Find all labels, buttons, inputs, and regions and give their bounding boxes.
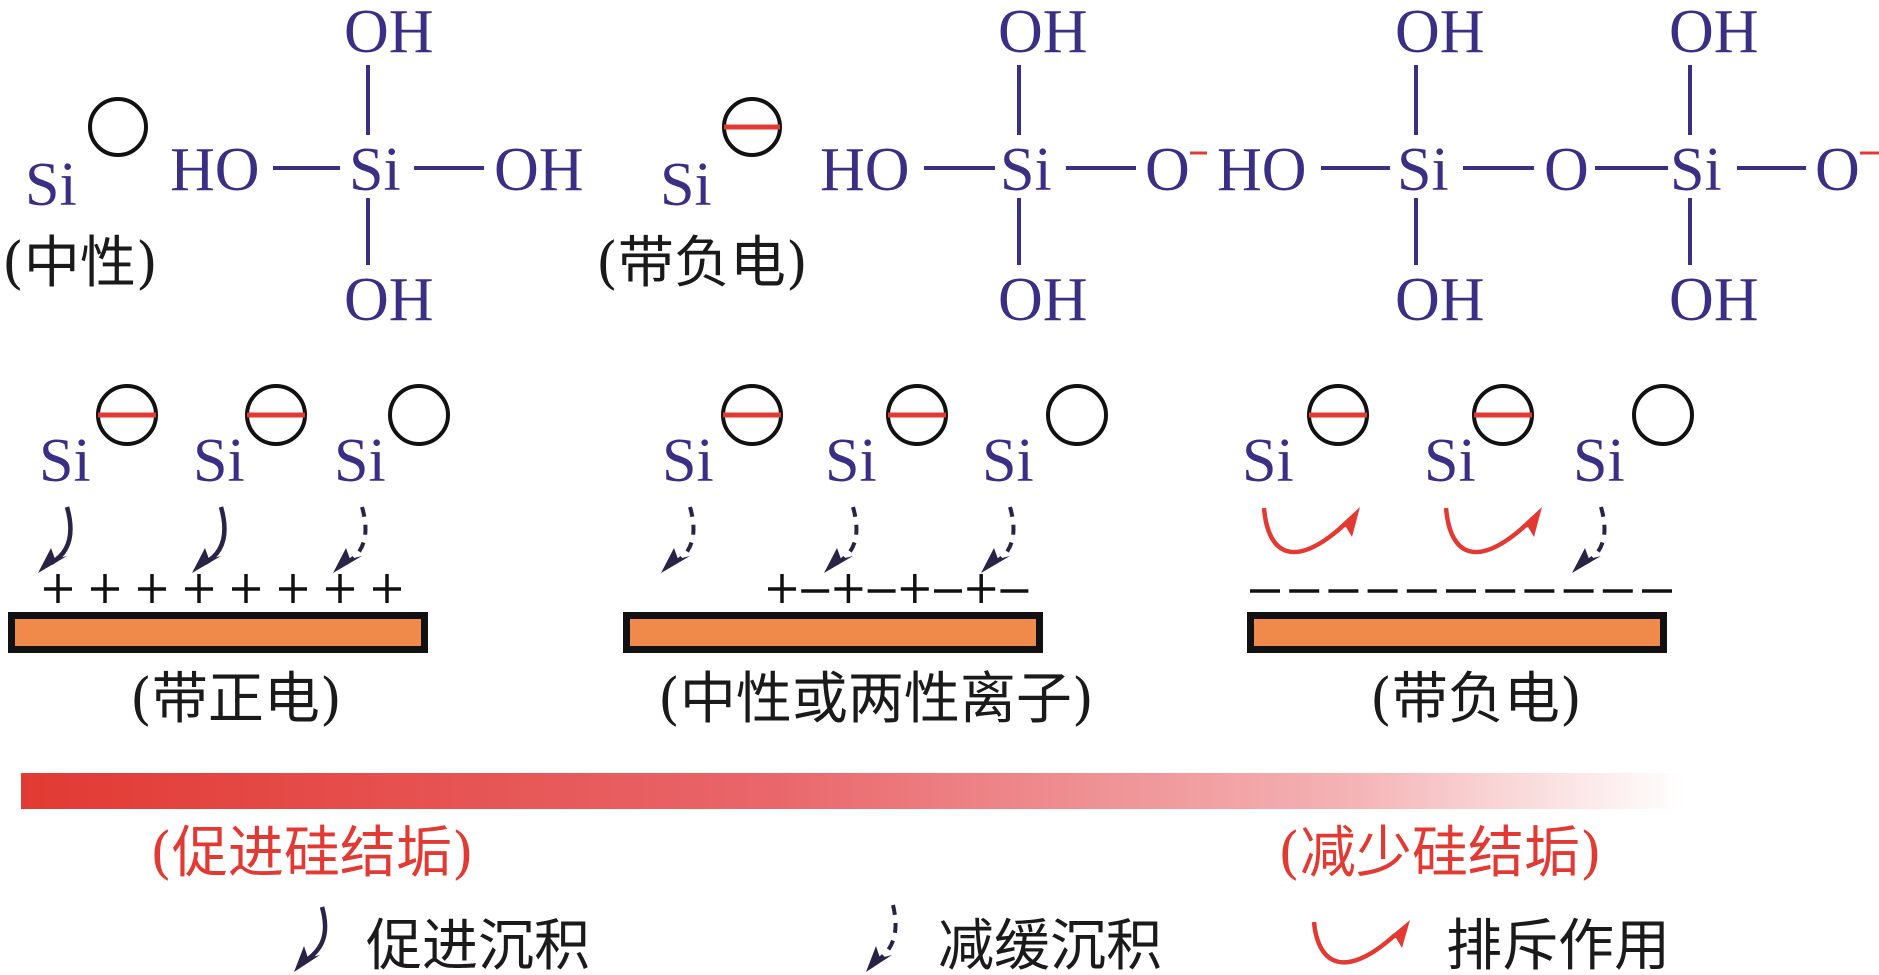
surface-label: (中性或两性离子) [658,667,1094,732]
center-si: Si [349,136,401,204]
left-ho: HO [170,136,260,204]
right-oh: OH [494,136,584,204]
legend-item-repel: 排斥作用 [1311,914,1670,975]
neutral-charge-icon [88,97,148,157]
center-si: Si [1397,136,1449,204]
arrow-head [981,548,1010,573]
neutral-charge-icon [1632,384,1694,446]
solid-curved-arrow-icon [294,906,328,972]
top-oh: OH [1669,0,1759,66]
panel-zwitterionic: Si Si Si (中性或两性离子) [623,384,1108,732]
slow-deposition-arrow-icon [981,506,1016,573]
negative-silica-species: Si (带负电) [596,97,808,296]
legend-item-promote: 促进沉积 [294,906,590,975]
arrow-shaft [1443,507,1528,555]
membrane-surface [1247,612,1667,653]
neutral-charge-icon [388,384,450,446]
promote-scaling-label: (促进硅结垢) [150,821,474,886]
legend-label: 排斥作用 [1446,914,1670,975]
center-si: Si [1000,136,1052,204]
arrow-shaft [835,506,859,565]
neutral-silicic-acid-structure: OH HO Si OH OH [170,0,584,334]
bottom-oh: OH [998,266,1088,334]
dashed-curved-arrow-icon [866,904,898,972]
promote-deposition-arrow-icon [38,506,73,573]
center-si: Si [1670,136,1722,204]
si-particle: Si [1424,427,1476,495]
legend-label: 促进沉积 [366,914,590,975]
surface-label: (带负电) [1370,667,1582,732]
neutral-label: (中性) [2,231,158,296]
repel-arrow-icon [1261,507,1360,555]
si-symbol: Si [25,151,77,219]
bridge-o: O [1544,136,1589,204]
top-oh: OH [998,0,1088,66]
arrow-shaft [49,506,73,565]
legend-item-slow: 减缓沉积 [866,904,1162,975]
arrow-head [1517,507,1542,537]
arrow-head [192,548,221,573]
slow-deposition-arrow-icon [661,506,696,573]
arrow-head [824,548,853,573]
promote-deposition-arrow-icon [192,506,227,573]
repel-arrow-icon [1443,507,1542,555]
arrow-head [1335,507,1360,537]
arrow-shaft [203,506,227,565]
arrow-shaft [672,506,696,565]
si-particle: Si [825,427,877,495]
arrow-head [38,548,67,573]
panel-positive: Si Si Si (带正电) [8,384,450,732]
right-o: O [1815,136,1860,204]
si-particle: Si [662,427,714,495]
top-oh: OH [1395,0,1485,66]
membrane-surface [623,612,1043,653]
scaling-tendency-gradient-bar [21,773,1685,809]
reduce-scaling-label: (减少硅结垢) [1278,821,1602,886]
legend-label: 减缓沉积 [938,914,1162,975]
arrow-head [333,548,362,573]
arrow-shaft [992,506,1016,565]
si-particle: Si [193,427,245,495]
arrow-head [661,548,690,573]
bottom-oh: OH [1669,266,1759,334]
si-particle: Si [1242,427,1294,495]
si-particle: Si [1573,427,1625,495]
arrow-shaft [344,506,368,565]
negative-label: (带负电) [596,231,808,296]
slow-deposition-arrow-icon [333,506,368,573]
neutral-charge-icon [1046,384,1108,446]
bottom-oh: OH [344,266,434,334]
left-ho: HO [820,136,910,204]
legend: 促进沉积 减缓沉积 排斥作用 [294,904,1670,975]
surface-label: (带正电) [130,667,342,732]
membrane-surface [8,612,428,653]
si-particle: Si [334,427,386,495]
neutral-silica-species: Si (中性) [2,97,158,296]
arrow-head [1572,548,1601,573]
negative-silicate-structure-2: HO OH Si OH O OH Si OH O [1217,0,1879,334]
surface-panels: Si Si Si (带正电) Si Si Si (中性或两性离子) Si Si Si (带负电) [8,384,1694,732]
si-particle: Si [39,427,91,495]
repel-arrow-icon [1311,920,1410,965]
right-o: O [1145,136,1190,204]
si-particle: Si [982,427,1034,495]
arrow-shaft [1261,507,1346,555]
arrow-shaft [1583,506,1607,565]
negative-silicate-structure-1: OH HO Si O OH [820,0,1207,334]
top-oh: OH [344,0,434,66]
panel-negative: Si Si Si (带负电) [1242,384,1694,732]
si-symbol: Si [660,151,712,219]
slow-deposition-arrow-icon [1572,506,1607,573]
slow-deposition-arrow-icon [824,506,859,573]
bottom-oh: OH [1395,266,1485,334]
left-ho: HO [1217,136,1307,204]
